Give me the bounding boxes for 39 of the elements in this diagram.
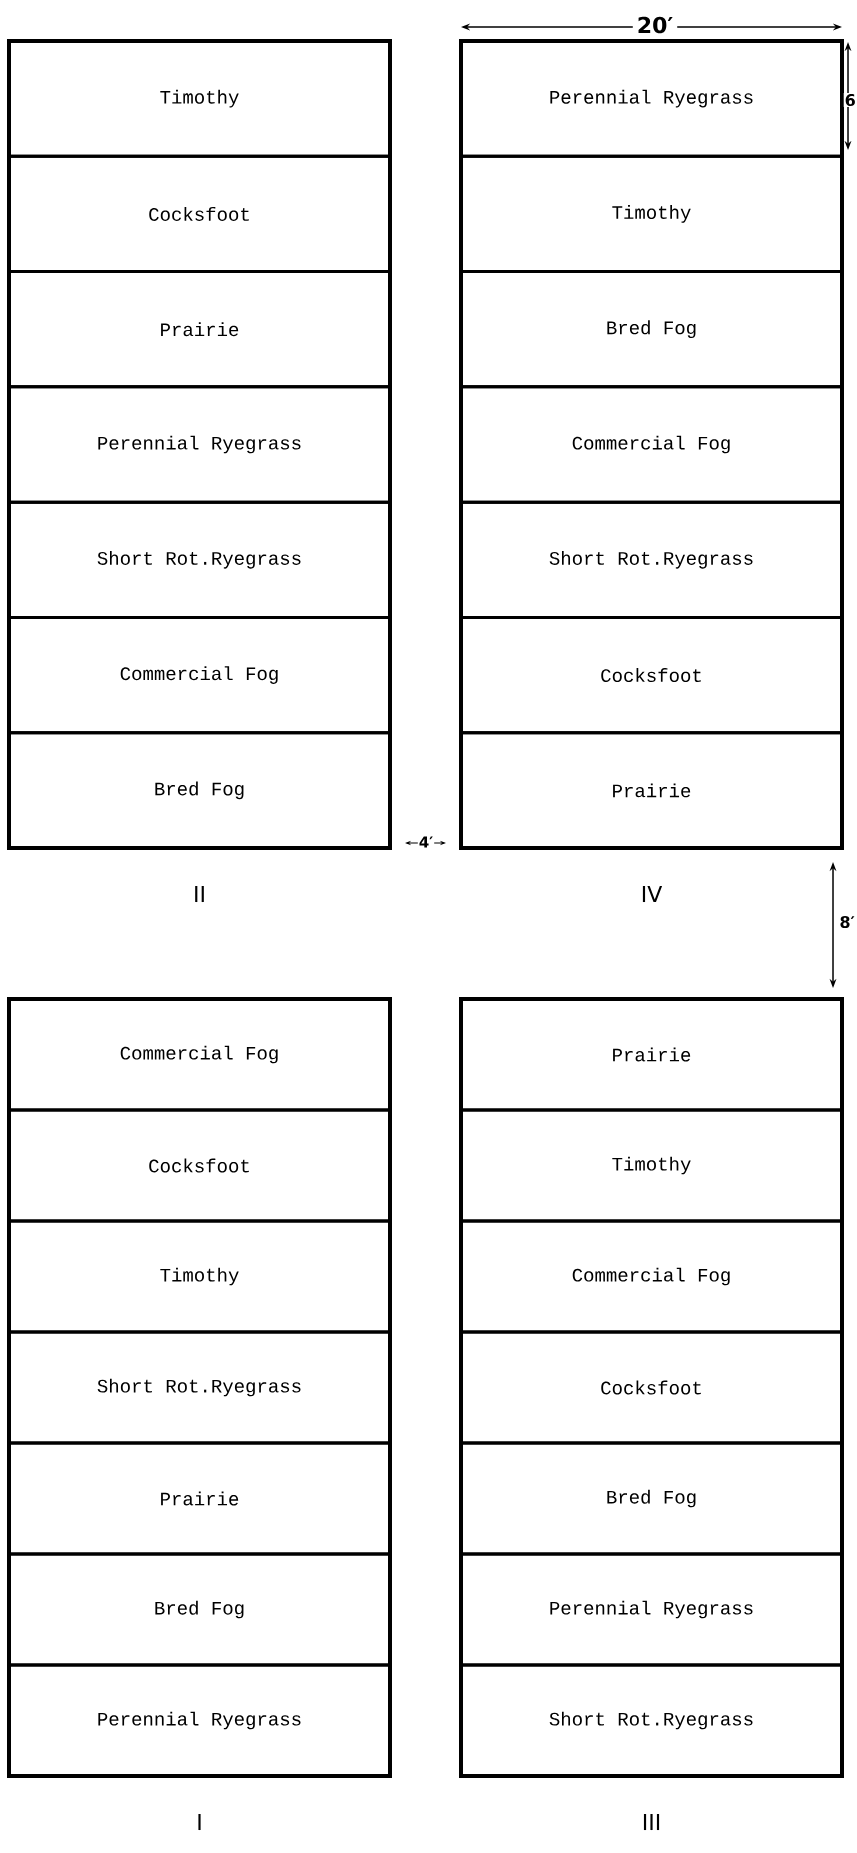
dimension-label: 4′ — [417, 835, 435, 849]
plot-box: Timothy — [7, 39, 392, 158]
plot-box: Cocksfoot — [7, 154, 392, 274]
plot-box: Commercial Fog — [7, 997, 392, 1112]
plot-box: Short Rot.Ryegrass — [459, 500, 844, 619]
plot-box: Commercial Fog — [459, 385, 844, 504]
plot-box: Short Rot.Ryegrass — [7, 500, 392, 619]
plot-box: Perennial Ryegrass — [7, 385, 392, 504]
plot-box: Perennial Ryegrass — [7, 1663, 392, 1778]
plot-box: Cocksfoot — [459, 615, 844, 735]
plot-box: Short Rot.Ryegrass — [7, 1330, 392, 1445]
plot-box: Prairie — [7, 1441, 392, 1556]
plot-box: Perennial Ryegrass — [459, 1552, 844, 1667]
plot-box: Bred Fog — [7, 731, 392, 850]
block-frame — [7, 997, 392, 1778]
plot-box: Prairie — [459, 997, 844, 1112]
plot-box: Timothy — [459, 154, 844, 274]
block-number: II — [195, 886, 204, 903]
plot-box: Commercial Fog — [7, 615, 392, 735]
block-frame — [7, 39, 392, 850]
block-frame — [459, 39, 844, 850]
plot-box: Bred Fog — [7, 1552, 392, 1667]
dimension-label: 8′ — [838, 914, 856, 930]
block-number: IV — [642, 886, 663, 903]
plot-box: Timothy — [7, 1219, 392, 1334]
plot-box: Perennial Ryegrass — [459, 39, 844, 158]
plot-box: Cocksfoot — [7, 1108, 392, 1223]
block-frame — [459, 997, 844, 1778]
plot-box: Commercial Fog — [459, 1219, 844, 1334]
plot-box: Prairie — [7, 270, 392, 389]
plot-box: Bred Fog — [459, 270, 844, 389]
plot-box: Bred Fog — [459, 1441, 844, 1556]
block-number: III — [643, 1814, 660, 1831]
plot-box: Prairie — [459, 731, 844, 850]
block-number: I — [198, 1814, 201, 1831]
plot-box: Cocksfoot — [459, 1330, 844, 1445]
plot-box: Timothy — [459, 1108, 844, 1223]
plot-box: Short Rot.Ryegrass — [459, 1663, 844, 1778]
dimension-label: 20′ — [632, 12, 678, 38]
